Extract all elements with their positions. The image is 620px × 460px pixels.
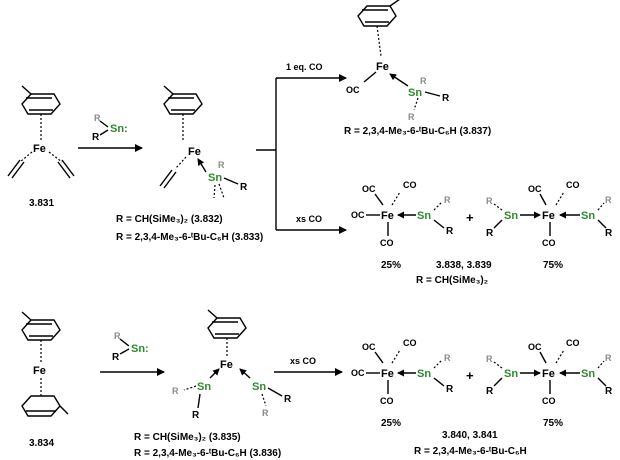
carbonyl-label: CO bbox=[403, 338, 417, 348]
sn-atom: Sn bbox=[252, 381, 266, 393]
yield-25: 25% bbox=[381, 260, 401, 271]
label-3840-3841: 3.840, 3.841 bbox=[442, 430, 498, 441]
fe-atom: Fe bbox=[33, 365, 46, 377]
compound-3840-left: OC OC CO Fe CO Sn R R bbox=[351, 338, 454, 406]
stannylene-reagent-top: R R Sn: bbox=[92, 113, 128, 143]
r-substituent: R bbox=[420, 76, 427, 86]
r-substituent: R bbox=[446, 384, 454, 395]
carbonyl-label: CO bbox=[542, 396, 556, 406]
r-substituent: R bbox=[94, 113, 101, 123]
compound-3838-right: R R Sn OC CO Fe CO Sn R R bbox=[486, 180, 613, 248]
compound-3837: Fe OC Sn R R R bbox=[346, 0, 450, 122]
label-3837: R = 2,3,4-Me₃-6-ᵗBu-C₆H (3.837) bbox=[344, 126, 491, 137]
r-substituent: R bbox=[605, 195, 612, 205]
stannylene-reagent-bottom: R R Sn: bbox=[112, 331, 149, 363]
sn-atom: Sn bbox=[417, 368, 431, 380]
r-substituent: R bbox=[605, 353, 612, 363]
compound-3831: Fe 3.831 bbox=[7, 85, 75, 209]
stannylene-sn: Sn: bbox=[131, 343, 149, 355]
reagent-1eq-co: 1 eq. CO bbox=[286, 62, 323, 72]
r-substituent: R bbox=[486, 386, 494, 397]
r-substituent: R bbox=[192, 410, 200, 421]
carbonyl-label: OC bbox=[362, 342, 376, 352]
label-r-3838: R = CH(SiMe₃)₂ bbox=[416, 275, 488, 286]
carbonyl-label: CO bbox=[380, 396, 394, 406]
compound-3838-left: OC OC CO Fe CO Sn R R bbox=[351, 180, 454, 248]
r-substituent: R bbox=[486, 228, 494, 239]
fe-atom: Fe bbox=[542, 368, 555, 380]
stannylene-sn: Sn: bbox=[110, 123, 128, 135]
sn-atom: Sn bbox=[581, 368, 595, 380]
plus-sign: + bbox=[466, 368, 474, 383]
r-substituent: R bbox=[112, 352, 120, 363]
carbonyl-label: CO bbox=[380, 238, 394, 248]
label-r-3840: R = 2,3,4-Me₃-6-ᵗBu-C₆H bbox=[414, 446, 527, 457]
r-substituent: R bbox=[172, 386, 179, 396]
r-substituent: R bbox=[240, 182, 248, 193]
fe-atom: Fe bbox=[376, 61, 389, 73]
reagent-xs-co-bottom: xs CO bbox=[290, 356, 316, 366]
carbonyl-label: OC bbox=[346, 85, 360, 95]
r-substituent: R bbox=[486, 354, 493, 364]
carbonyl-label: CO bbox=[403, 180, 417, 190]
compound-3834: Fe 3.834 bbox=[21, 311, 69, 449]
yield-75-bottom: 75% bbox=[543, 418, 563, 429]
r-substituent: R bbox=[605, 228, 613, 239]
fe-atom: Fe bbox=[33, 143, 46, 155]
r-substituent: R bbox=[446, 226, 454, 237]
sn-atom: Sn bbox=[197, 381, 211, 393]
fe-atom: Fe bbox=[188, 146, 201, 158]
label-3832: R = CH(SiMe₃)₂ (3.832) bbox=[116, 214, 223, 225]
sn-atom: Sn bbox=[408, 87, 422, 99]
compound-label-3834: 3.834 bbox=[29, 438, 54, 449]
fe-atom: Fe bbox=[542, 210, 555, 222]
sn-atom: Sn bbox=[417, 210, 431, 222]
label-3833: R = 2,3,4-Me₃-6-ᵗBu-C₆H (3.833) bbox=[116, 232, 263, 243]
sn-atom: Sn bbox=[504, 210, 518, 222]
label-3838-3839: 3.838, 3.839 bbox=[436, 260, 492, 271]
r-substituent: R bbox=[284, 394, 292, 405]
r-substituent: R bbox=[92, 132, 100, 143]
label-3836: R = 2,3,4-Me₃-6-ᵗBu-C₆H (3.836) bbox=[134, 448, 281, 459]
fe-atom: Fe bbox=[381, 210, 394, 222]
r-substituent: R bbox=[442, 93, 450, 104]
fe-atom: Fe bbox=[381, 368, 394, 380]
sn-atom: Sn bbox=[581, 210, 595, 222]
sn-atom: Sn bbox=[208, 172, 222, 184]
compound-label-3831: 3.831 bbox=[29, 198, 54, 209]
carbonyl-label: CO bbox=[566, 180, 580, 190]
r-substituent: R bbox=[218, 160, 225, 170]
label-3835: R = CH(SiMe₃)₂ (3.835) bbox=[134, 432, 241, 443]
compound-3835-3836: Fe Sn R R Sn R R bbox=[172, 309, 292, 421]
carbonyl-label: OC bbox=[528, 342, 542, 352]
carbonyl-label: OC bbox=[528, 184, 542, 194]
carbonyl-label: OC bbox=[362, 184, 376, 194]
r-substituent: R bbox=[486, 196, 493, 206]
carbonyl-label: CO bbox=[542, 238, 556, 248]
reagent-xs-co: xs CO bbox=[296, 214, 322, 224]
r-substituent: R bbox=[444, 353, 451, 363]
carbonyl-label: OC bbox=[351, 210, 365, 220]
r-substituent: R bbox=[605, 386, 613, 397]
r-substituent: R bbox=[444, 195, 451, 205]
yield-25-bottom: 25% bbox=[381, 418, 401, 429]
yield-75: 75% bbox=[543, 260, 563, 271]
plus-sign: + bbox=[466, 210, 474, 225]
fe-atom: Fe bbox=[220, 359, 233, 371]
compound-3840-right: R R Sn OC CO Fe CO Sn R R bbox=[486, 338, 613, 406]
r-substituent: R bbox=[114, 331, 121, 341]
sn-atom: Sn bbox=[504, 368, 518, 380]
branch-arrows bbox=[256, 74, 347, 234]
compound-3832-3833: Fe Sn R R bbox=[159, 85, 248, 199]
carbonyl-label: CO bbox=[566, 338, 580, 348]
r-substituent: R bbox=[408, 112, 415, 122]
r-substituent: R bbox=[262, 408, 269, 418]
carbonyl-label: OC bbox=[351, 368, 365, 378]
